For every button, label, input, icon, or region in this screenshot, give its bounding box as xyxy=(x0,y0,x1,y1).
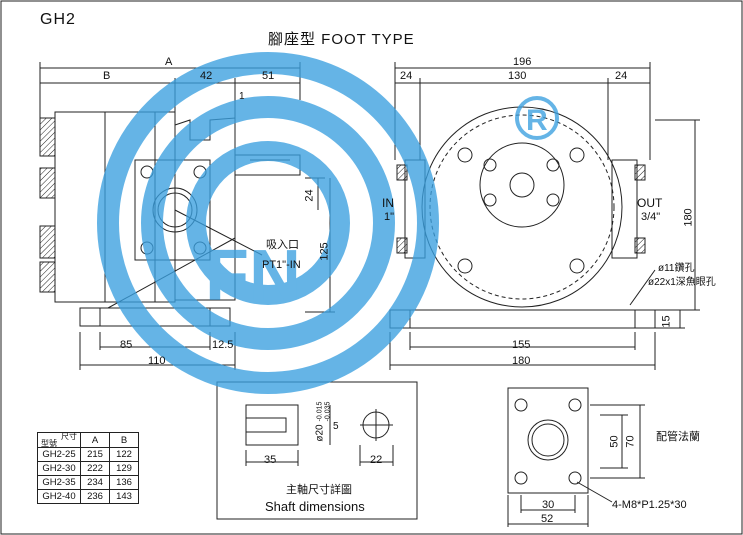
dim-15: 15 xyxy=(660,315,673,328)
dim-1: 1 xyxy=(239,91,245,102)
shaft-title-cn: 主軸尺寸詳圖 xyxy=(286,484,352,496)
dim-B: B xyxy=(103,70,111,82)
cell-A: 234 xyxy=(80,475,110,490)
model-label: GH2 xyxy=(40,11,76,28)
dim-12-5: 12.5 xyxy=(212,339,234,351)
cell-model: GH2-40 xyxy=(37,489,81,504)
shaft-len-22: 22 xyxy=(370,454,383,466)
shaft-tol-top: -0.015 xyxy=(316,401,324,422)
flange-bolts: 4-M8*P1.25*30 xyxy=(612,499,687,511)
header-B: B xyxy=(109,432,139,448)
cell-B: 129 xyxy=(109,461,139,476)
dim-24-right: 24 xyxy=(615,70,628,82)
flange-dim-50: 50 xyxy=(608,435,621,448)
out-size: 3/4" xyxy=(641,211,661,223)
hole-drill-note: ø11鑽孔 xyxy=(658,263,695,274)
dim-196: 196 xyxy=(513,56,532,68)
flange-detail xyxy=(507,387,645,527)
dim-24-side: 24 xyxy=(303,189,316,202)
fn-watermark-logo: FN R xyxy=(97,52,559,394)
shaft-key: 5 xyxy=(333,421,339,432)
dim-155: 155 xyxy=(512,339,531,351)
dim-125: 125 xyxy=(318,242,331,261)
out-label: OUT xyxy=(637,196,663,210)
flange-title: 配管法蘭 xyxy=(656,431,700,443)
table-header-model-size: 尺寸 型號 xyxy=(37,432,81,448)
header-size-label: 尺寸 xyxy=(61,432,77,441)
dim-85: 85 xyxy=(120,339,133,351)
cell-A: 222 xyxy=(80,461,110,476)
flange-dim-30: 30 xyxy=(542,499,555,511)
shaft-title-en: Shaft dimensions xyxy=(265,499,365,514)
dim-42: 42 xyxy=(200,70,213,82)
shaft-len-35: 35 xyxy=(264,454,277,466)
flange-dim-70: 70 xyxy=(624,435,637,448)
watermark-r-mark: R xyxy=(526,104,548,137)
header-A: A xyxy=(80,432,110,448)
cell-B: 143 xyxy=(109,489,139,504)
watermark-fn-text: FN xyxy=(205,236,301,316)
dim-110: 110 xyxy=(148,355,166,367)
cell-B: 136 xyxy=(109,475,139,490)
page-title: 腳座型 FOOT TYPE xyxy=(268,31,415,48)
in-label: IN xyxy=(382,196,394,210)
cell-B: 122 xyxy=(109,447,139,462)
cell-A: 236 xyxy=(80,489,110,504)
shaft-diameter: ø20 xyxy=(314,424,326,442)
cell-model: GH2-25 xyxy=(37,447,81,462)
header-model-label: 型號 xyxy=(41,439,57,448)
dim-24-left: 24 xyxy=(400,70,413,82)
shaft-tol-bottom: -0.035 xyxy=(324,401,332,422)
dim-180-height: 180 xyxy=(682,208,695,227)
dim-130: 130 xyxy=(508,70,527,82)
cell-A: 215 xyxy=(80,447,110,462)
dim-180-width: 180 xyxy=(512,355,531,367)
dim-51: 51 xyxy=(262,70,275,82)
in-size: 1" xyxy=(384,211,395,223)
dim-A: A xyxy=(165,56,173,68)
table-header-row: 尺寸 型號 A B xyxy=(37,432,139,448)
inlet-thread: PT1"-IN xyxy=(262,259,301,271)
cell-model: GH2-30 xyxy=(37,461,81,476)
inlet-label: 吸入口 xyxy=(266,239,299,251)
hole-counterbore-note: ø22x1深魚眼孔 xyxy=(648,277,716,288)
cell-model: GH2-35 xyxy=(37,475,81,490)
flange-dim-52: 52 xyxy=(541,513,554,525)
